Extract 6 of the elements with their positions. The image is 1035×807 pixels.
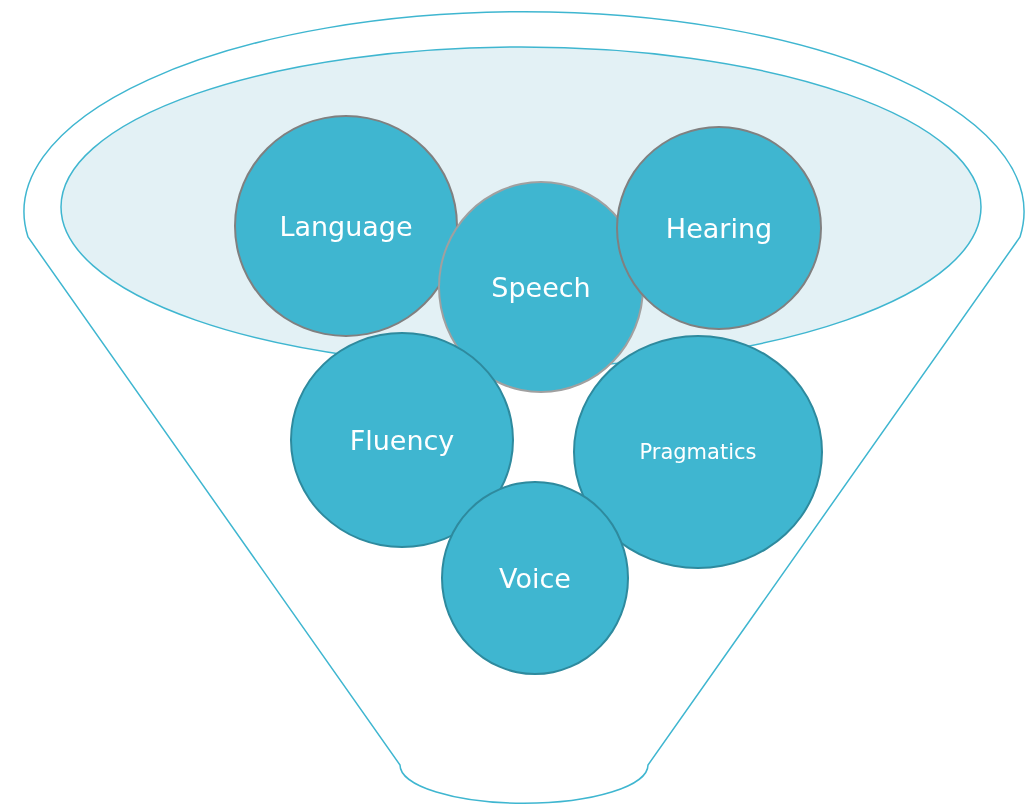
circle-label: Speech (491, 271, 591, 303)
circle-label: Fluency (349, 424, 455, 456)
circle-label: Hearing (665, 212, 773, 244)
circle-label: Language (279, 210, 413, 242)
circle-label: Pragmatics (639, 440, 757, 464)
circle-label: Voice (499, 562, 571, 594)
